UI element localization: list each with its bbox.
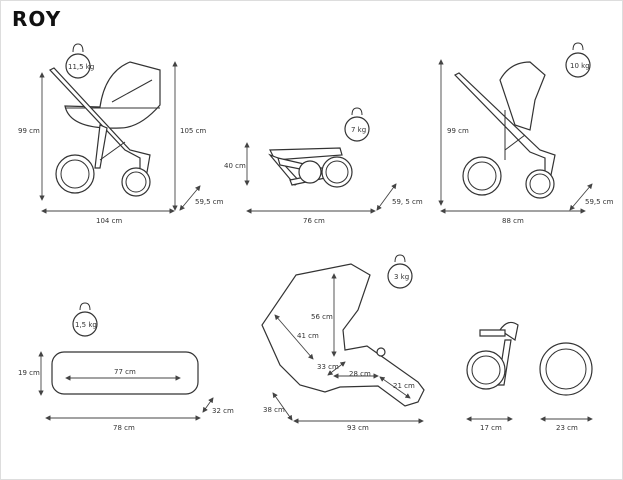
weight-icon xyxy=(72,302,98,337)
weight-label: 1,5 kg xyxy=(75,321,97,329)
dimension-label: 59, 5 cm xyxy=(392,198,423,206)
mattress-drawing xyxy=(51,351,199,395)
dimension-label: 21 cm xyxy=(393,382,415,390)
dimension-label: 93 cm xyxy=(347,424,369,432)
folded-frame-drawing xyxy=(268,147,353,188)
dimension-label: 17 cm xyxy=(480,424,502,432)
dimension-label: 99 cm xyxy=(18,127,40,135)
weight-icon xyxy=(344,107,370,142)
seat-knob xyxy=(376,347,386,357)
stroller-seat-drawing xyxy=(453,61,556,199)
weight-icon xyxy=(65,43,91,79)
dimension-label: 23 cm xyxy=(556,424,578,432)
brand-logo: ROY xyxy=(12,7,61,31)
front-fork-drawing xyxy=(466,321,519,390)
dimension-label: 88 cm xyxy=(502,217,524,225)
weight-label: 3 kg xyxy=(394,273,409,281)
dimension-label: 59,5 cm xyxy=(195,198,224,206)
dimension-label: 41 cm xyxy=(297,332,319,340)
weight-label: 7 kg xyxy=(351,126,366,134)
wheel-drawing xyxy=(539,342,593,396)
stroller-carrycot-drawing xyxy=(49,61,161,197)
dimension-label: 28 cm xyxy=(349,370,371,378)
dimension-label: 19 cm xyxy=(18,369,40,377)
dimension-label: 104 cm xyxy=(96,217,122,225)
dimension-label: 59,5 cm xyxy=(585,198,614,206)
dimension-label: 99 cm xyxy=(447,127,469,135)
dimension-label: 32 cm xyxy=(212,407,234,415)
dimension-label: 38 cm xyxy=(263,406,285,414)
weight-label: 10 kg xyxy=(570,62,590,70)
dimension-label: 105 cm xyxy=(180,127,206,135)
dimension-label: 33 cm xyxy=(317,363,339,371)
dimension-label: 56 cm xyxy=(311,313,333,321)
seat-unit-drawing xyxy=(261,263,425,407)
dimension-label: 78 cm xyxy=(113,424,135,432)
weight-icon xyxy=(565,42,591,78)
dimension-label: 40 cm xyxy=(224,162,246,170)
dimension-label: 76 cm xyxy=(303,217,325,225)
weight-icon xyxy=(387,254,413,289)
weight-label: 11,5 kg xyxy=(68,63,94,71)
dimension-label: 77 cm xyxy=(114,368,136,376)
